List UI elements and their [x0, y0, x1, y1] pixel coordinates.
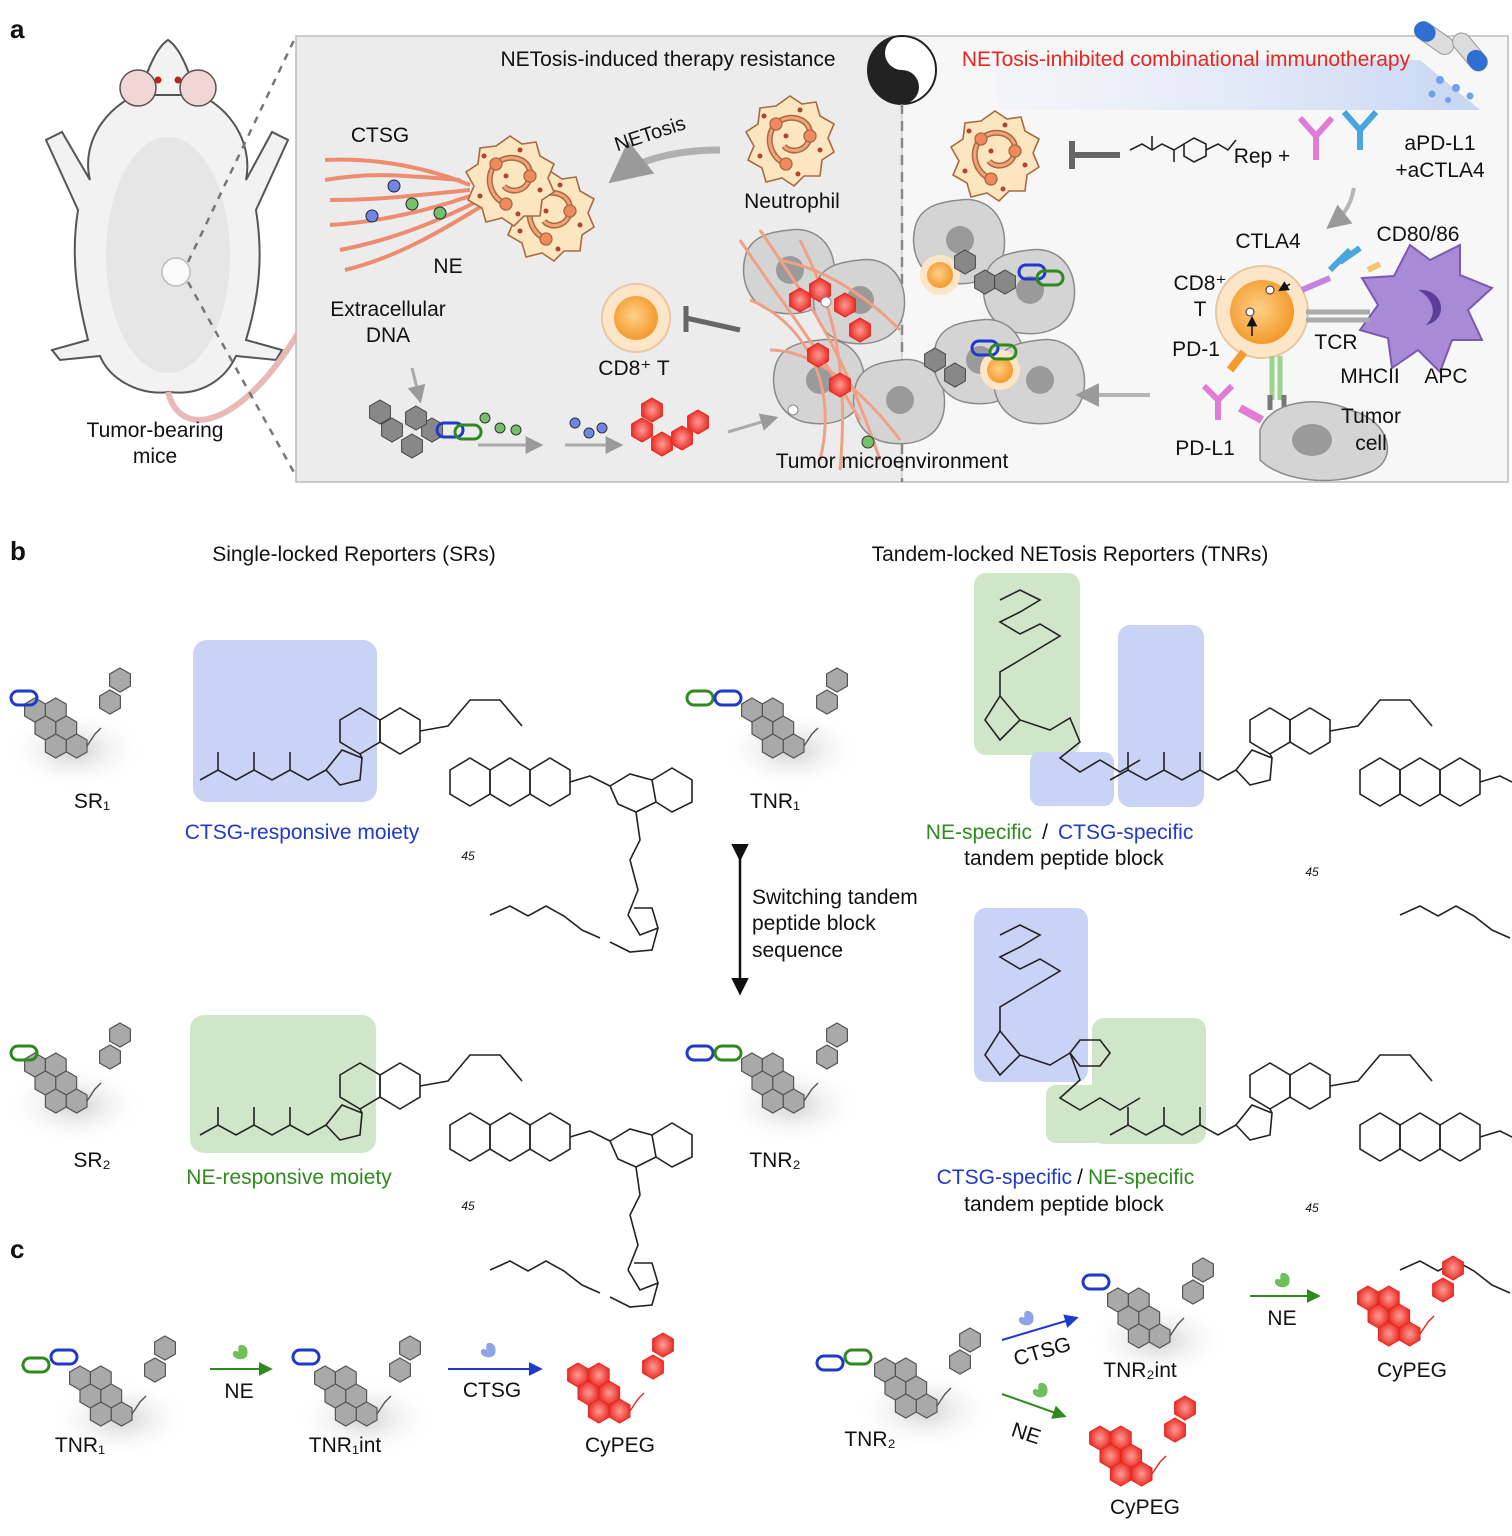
- sr1-peg-label: 45: [461, 849, 475, 863]
- cd8-line1-label: CD8⁺: [1173, 272, 1226, 295]
- c-tnr2-label: TNR₂: [844, 1428, 895, 1451]
- tnr2-peg-label: 45: [1305, 1201, 1319, 1215]
- ctsg-label: CTSG: [351, 124, 409, 147]
- mhcii-label: MHCII: [1340, 365, 1400, 388]
- tnr1-spec-a: NE-specific: [926, 821, 1032, 844]
- c-ctsg-label-1: CTSG: [463, 1379, 521, 1402]
- rep-plus-label: Rep +: [1234, 145, 1291, 168]
- sr2-peg-label: 45: [461, 1199, 475, 1213]
- switch-line2: peptide block: [752, 912, 876, 935]
- ne-moiety-label: NE-responsive moiety: [186, 1166, 392, 1189]
- c-tnr1int-label: TNR₁int: [309, 1434, 382, 1457]
- tnr2-probe: [687, 1023, 862, 1145]
- panel-b: b Single-locked Reporters (SRs) Tandem-l…: [5, 536, 1512, 1307]
- tnr2-spec-a: CTSG-specific: [937, 1166, 1072, 1189]
- panel-c-label: c: [10, 1234, 24, 1264]
- tumor-cell-line2: cell: [1355, 432, 1387, 455]
- sr1-probe: [5, 668, 145, 790]
- tnr1-spec-b: CTSG-specific: [1058, 821, 1193, 844]
- tcr-label: TCR: [1314, 331, 1357, 354]
- ctsg-moiety-box: [193, 640, 377, 802]
- panel-b-label: b: [10, 536, 26, 566]
- ctla4-label: CTLA4: [1235, 230, 1301, 253]
- right-title: NETosis-inhibited combinational immunoth…: [962, 48, 1411, 71]
- c-cypeg-dye-3: [1090, 1396, 1196, 1486]
- tumor-bearing-mouse: Tumor-bearing mice: [46, 40, 300, 468]
- tnr1-block-label: tandem peptide block: [964, 847, 1164, 870]
- cd8-t-label: CD8⁺ T: [598, 357, 670, 380]
- tnr1-ctsg-block-box: [1118, 625, 1204, 807]
- switch-line1: Switching tandem: [752, 886, 918, 909]
- c-cypeg-label-2: CyPEG: [1377, 1359, 1447, 1382]
- actla4-label: +aCTLA4: [1395, 159, 1485, 182]
- ne-reaction-arrow-2: [1002, 1394, 1064, 1416]
- ecdna-line2: DNA: [366, 324, 410, 347]
- ctsg-enzyme-icon: [481, 1343, 496, 1357]
- c-ctsg-label-2: CTSG: [1011, 1333, 1073, 1371]
- sr-header: Single-locked Reporters (SRs): [212, 543, 496, 566]
- mouse-caption-line2: mice: [133, 445, 177, 468]
- c-tnr2int-label: TNR₂int: [1103, 1359, 1177, 1382]
- tnr1-peg-label: 45: [1305, 865, 1319, 879]
- sr1-label: SR₁: [74, 790, 110, 813]
- c-tnr1-label: TNR₁: [55, 1434, 105, 1457]
- tumor-cell-line1: Tumor: [1341, 405, 1401, 428]
- ne-moiety-box: [190, 1015, 376, 1153]
- sr2-probe: [5, 1023, 145, 1145]
- tnr2-label: TNR₂: [749, 1149, 800, 1172]
- ecdna-line1: Extracellular: [330, 298, 446, 321]
- c-cypeg-label-1: CyPEG: [585, 1434, 655, 1457]
- cd8-t-cell-synapse-icon: [1216, 266, 1308, 358]
- tnr2-ne-block-box-2: [1092, 1018, 1206, 1144]
- c-ne-label-1: NE: [224, 1380, 253, 1403]
- c-ne-label-3: NE: [1267, 1307, 1296, 1330]
- tnr1-probe: [687, 668, 862, 790]
- yin-yang-icon: [868, 36, 936, 104]
- tumor-site-icon: [162, 258, 190, 286]
- tnr-header: Tandem-locked NETosis Reporters (TNRs): [872, 543, 1269, 566]
- panel-a-label: a: [10, 14, 25, 44]
- cd8-t-cell-icon: [602, 284, 670, 352]
- tme-label: Tumor microenvironment: [776, 450, 1009, 473]
- panel-c: c TNR₁ NE TNR₁int CTSG CyPEG TNR₂ CTSG: [10, 1234, 1463, 1519]
- apc-label: APC: [1424, 365, 1467, 388]
- panel-a: a Tumor-bearing mice NETosis-induced the…: [10, 14, 1508, 482]
- c-cypeg-dye-1: [568, 1333, 674, 1423]
- tnr1-label: TNR₁: [750, 790, 800, 813]
- pd1-label: PD-1: [1172, 338, 1220, 361]
- cd8-line2-label: T: [1194, 298, 1207, 321]
- mouse-caption-line1: Tumor-bearing: [87, 419, 224, 442]
- tnr1-slash: /: [1036, 821, 1054, 844]
- ne-enzyme-icon: [233, 1345, 248, 1359]
- apdl1-label: aPD-L1: [1404, 132, 1475, 155]
- ctsg-moiety-label: CTSG-responsive moiety: [185, 821, 420, 844]
- ne-label: NE: [433, 255, 462, 278]
- c-tnr1-probe: [23, 1336, 190, 1458]
- ctsg-enzyme-icon-2: [1019, 1311, 1034, 1325]
- c-cypeg-label-3: CyPEG: [1110, 1496, 1180, 1519]
- c-ne-label-2: NE: [1009, 1418, 1044, 1449]
- tnr2-slash: /: [1071, 1166, 1089, 1189]
- left-title: NETosis-induced therapy resistance: [501, 48, 836, 71]
- switch-line3: sequence: [752, 939, 843, 962]
- tnr2-spec-b: NE-specific: [1088, 1166, 1194, 1189]
- ne-enzyme-icon-2: [1033, 1383, 1048, 1397]
- sr2-label: SR₂: [73, 1149, 110, 1172]
- c-cypeg-dye-2: [1358, 1256, 1464, 1346]
- tnr2-block-label: tandem peptide block: [964, 1193, 1164, 1216]
- cd8086-label: CD80/86: [1377, 223, 1460, 246]
- pdl1-label: PD-L1: [1175, 437, 1235, 460]
- neutrophil-label: Neutrophil: [744, 190, 840, 213]
- ne-enzyme-icon-3: [1275, 1273, 1290, 1287]
